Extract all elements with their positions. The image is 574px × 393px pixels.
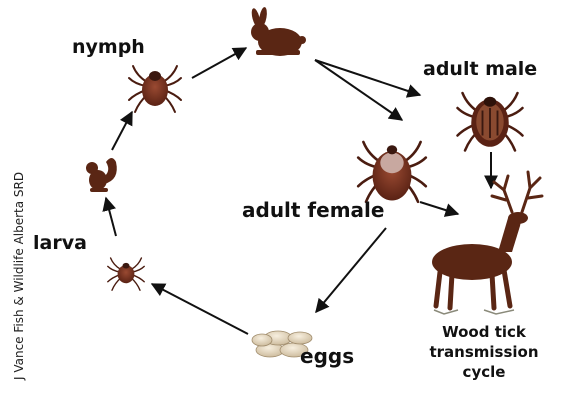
adult-male-label: adult male <box>423 60 537 79</box>
caption-line-3: cycle <box>405 362 563 382</box>
arrow-rabbit-to-female <box>315 60 402 120</box>
adult-female-label: adult female <box>242 200 384 220</box>
adult-female-tick-icon <box>358 142 426 202</box>
chipmunk-icon <box>86 158 117 192</box>
arrow-squirrel-to-nymph <box>112 112 132 150</box>
adult-male-tick-icon <box>458 93 523 151</box>
arrow-rabbit-to-male <box>315 60 420 95</box>
larva-label: larva <box>33 234 87 253</box>
caption-line-1: Wood tick <box>405 322 563 342</box>
nymph-tick-icon <box>129 66 181 112</box>
caption-line-2: transmission <box>405 342 563 362</box>
arrow-larva-to-squirrel <box>106 198 116 236</box>
elk-icon <box>432 172 542 314</box>
nymph-label: nymph <box>72 38 145 57</box>
image-credit: J Vance Fish & Wildlife Alberta SRD <box>12 172 26 380</box>
eggs-label: eggs <box>300 346 354 366</box>
arrow-nymph-to-rabbit <box>192 48 246 78</box>
arrow-female-to-eggs <box>316 228 386 312</box>
larva-tick-icon <box>108 258 144 290</box>
diagram-caption: Wood tick transmission cycle <box>405 322 563 382</box>
rabbit-icon <box>250 7 306 56</box>
arrow-eggs-to-larva <box>152 284 248 334</box>
arrow-female-to-deer <box>420 202 458 214</box>
